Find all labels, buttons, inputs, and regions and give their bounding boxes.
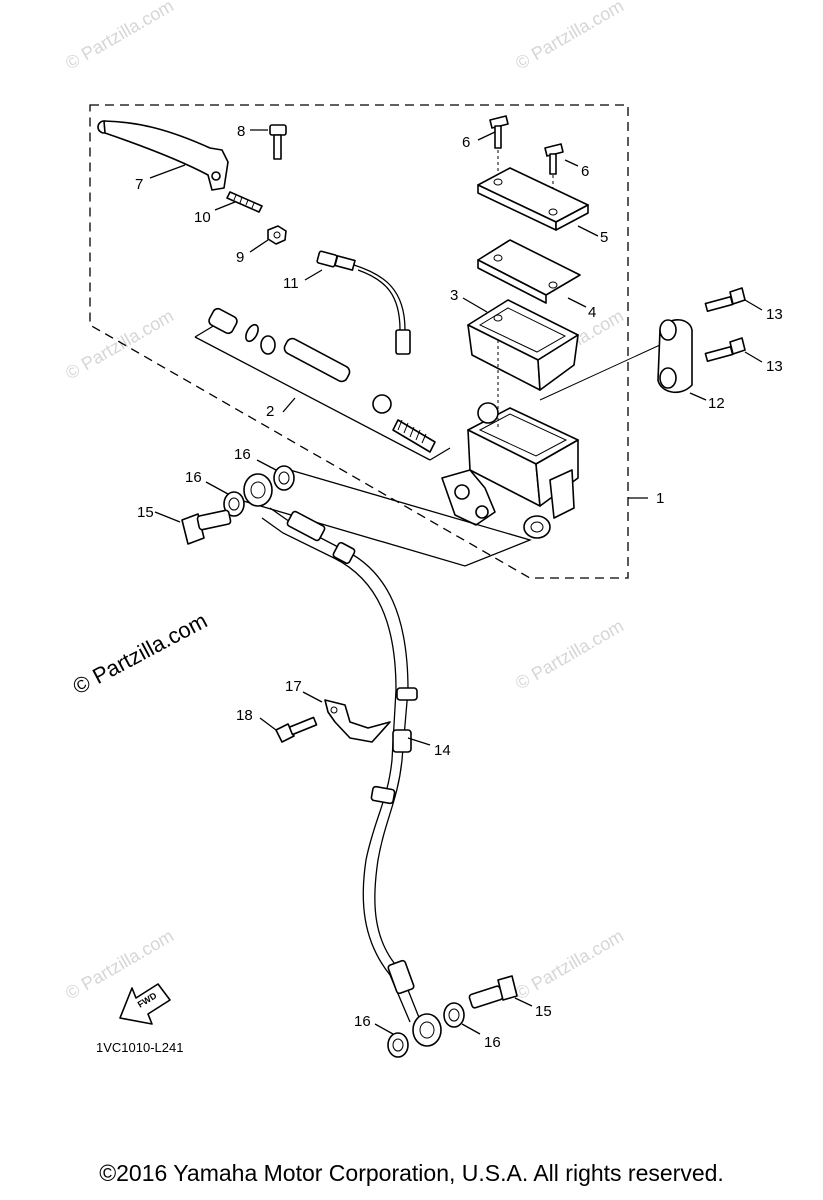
- mount-line: [539, 344, 661, 401]
- leader-3: [462, 297, 488, 313]
- cap-screw-a: [489, 115, 509, 149]
- brake-hose: [261, 507, 442, 1047]
- leader-15a: [154, 511, 181, 523]
- pivot-bolt: [269, 124, 287, 160]
- leader-13a: [744, 299, 763, 311]
- callout-10: 10: [194, 209, 211, 226]
- leader-16b: [205, 481, 229, 495]
- handlebar-clamp: [657, 319, 693, 394]
- leader-9: [249, 239, 269, 253]
- diagram-code: 1VC1010-L241: [96, 1040, 183, 1055]
- upper-banjo-fittings: [181, 465, 532, 567]
- callout-4: 4: [588, 304, 596, 321]
- leader-11: [304, 269, 323, 281]
- callout-15a: 15: [137, 504, 154, 521]
- leader-16a: [256, 459, 277, 471]
- callout-13a: 13: [766, 306, 783, 323]
- callout-7: 7: [135, 176, 143, 193]
- leader-10: [214, 201, 236, 211]
- callout-1: 1: [656, 490, 664, 507]
- callout-5: 5: [600, 229, 608, 246]
- piston-kit: [194, 307, 451, 461]
- watermark: © Partzilla.com: [512, 0, 627, 73]
- leader-15b: [514, 997, 533, 1007]
- copyright-footer: ©2016 Yamaha Motor Corporation, U.S.A. A…: [99, 1160, 724, 1186]
- adjuster-screw: [226, 191, 263, 213]
- callout-labels: 1 2 3 4 5 6 6 7 8 9 10 11 12 13 13 14 15…: [135, 123, 783, 1051]
- leader-6a: [477, 131, 496, 141]
- watermark: © Partzilla.com: [512, 615, 627, 693]
- callout-15b: 15: [535, 1003, 552, 1020]
- watermark: © Partzilla.com: [62, 0, 177, 73]
- leader-18: [259, 717, 277, 731]
- diaphragm-plate: [477, 239, 581, 304]
- callout-6a: 6: [462, 134, 470, 151]
- callout-8: 8: [237, 123, 245, 140]
- master-cylinder-body: [441, 402, 579, 539]
- clamp-bolt-a: [704, 287, 746, 313]
- reservoir-cap: [477, 167, 589, 231]
- brake-lever: [97, 120, 229, 191]
- callout-12: 12: [708, 395, 725, 412]
- callout-18: 18: [236, 707, 253, 724]
- clamp-bolt-b: [704, 337, 746, 363]
- leader-2: [282, 397, 296, 413]
- callout-3: 3: [450, 287, 458, 304]
- callout-6b: 6: [581, 163, 589, 180]
- watermark-main: © Partzilla.com: [69, 608, 212, 700]
- assembly-boundary: [89, 104, 629, 579]
- diaphragm: [467, 299, 579, 391]
- leader-4: [567, 297, 587, 308]
- brake-switch: [316, 250, 411, 355]
- callout-13b: 13: [766, 358, 783, 375]
- leader-14: [407, 737, 431, 746]
- callout-14: 14: [434, 742, 451, 759]
- callout-16c: 16: [354, 1013, 371, 1030]
- guide-bolt: [275, 716, 318, 743]
- watermark: © Partzilla.com: [512, 925, 627, 1003]
- hose-guide: [324, 699, 391, 743]
- fwd-arrow-icon: FWD: [119, 983, 171, 1025]
- leader-5: [577, 225, 599, 237]
- callout-16b: 16: [185, 469, 202, 486]
- leader-17: [302, 691, 323, 703]
- callout-16a: 16: [234, 446, 251, 463]
- callout-16d: 16: [484, 1034, 501, 1051]
- lower-banjo-fittings: [387, 975, 518, 1058]
- watermark: © Partzilla.com: [62, 305, 177, 383]
- callout-2: 2: [266, 403, 274, 420]
- leader-16c: [374, 1023, 394, 1035]
- callout-17: 17: [285, 678, 302, 695]
- cap-screw-b: [544, 143, 564, 175]
- leader-12: [689, 392, 707, 401]
- leader-16d: [461, 1023, 481, 1035]
- lock-nut: [267, 225, 287, 245]
- leader-6b: [564, 159, 579, 167]
- leader-7: [149, 164, 186, 179]
- leader-13b: [744, 351, 763, 363]
- callout-11: 11: [283, 275, 299, 292]
- callout-9: 9: [236, 249, 244, 266]
